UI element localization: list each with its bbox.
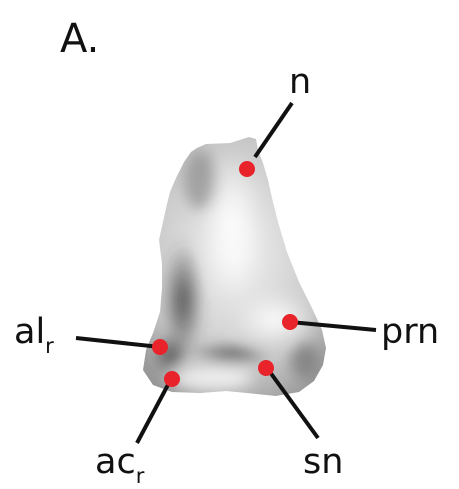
label-sn-text: sn (303, 442, 343, 482)
leader-line-alr (75, 336, 161, 349)
label-acr-text: ac (95, 442, 136, 482)
landmark-point-alr (152, 339, 168, 355)
leader-line-acr (135, 380, 172, 444)
leader-line-prn (289, 320, 377, 332)
landmark-point-n (239, 161, 255, 177)
label-n-text: n (289, 62, 311, 102)
label-acr: acr (95, 442, 145, 488)
landmark-point-prn (282, 314, 298, 330)
label-n: n (289, 62, 311, 102)
leader-line-n (253, 101, 294, 159)
nose-shape (143, 137, 326, 396)
label-prn: prn (381, 312, 439, 352)
label-alr-subscript: r (45, 334, 54, 358)
label-sn: sn (303, 442, 343, 482)
label-alr-text: al (14, 312, 45, 352)
panel-label: A. (60, 16, 99, 62)
label-prn-text: prn (381, 312, 439, 352)
landmark-point-sn (258, 360, 274, 376)
label-acr-subscript: r (136, 464, 145, 488)
label-alr: alr (14, 312, 54, 358)
landmark-point-acr (164, 371, 180, 387)
leader-line-sn (265, 366, 320, 440)
